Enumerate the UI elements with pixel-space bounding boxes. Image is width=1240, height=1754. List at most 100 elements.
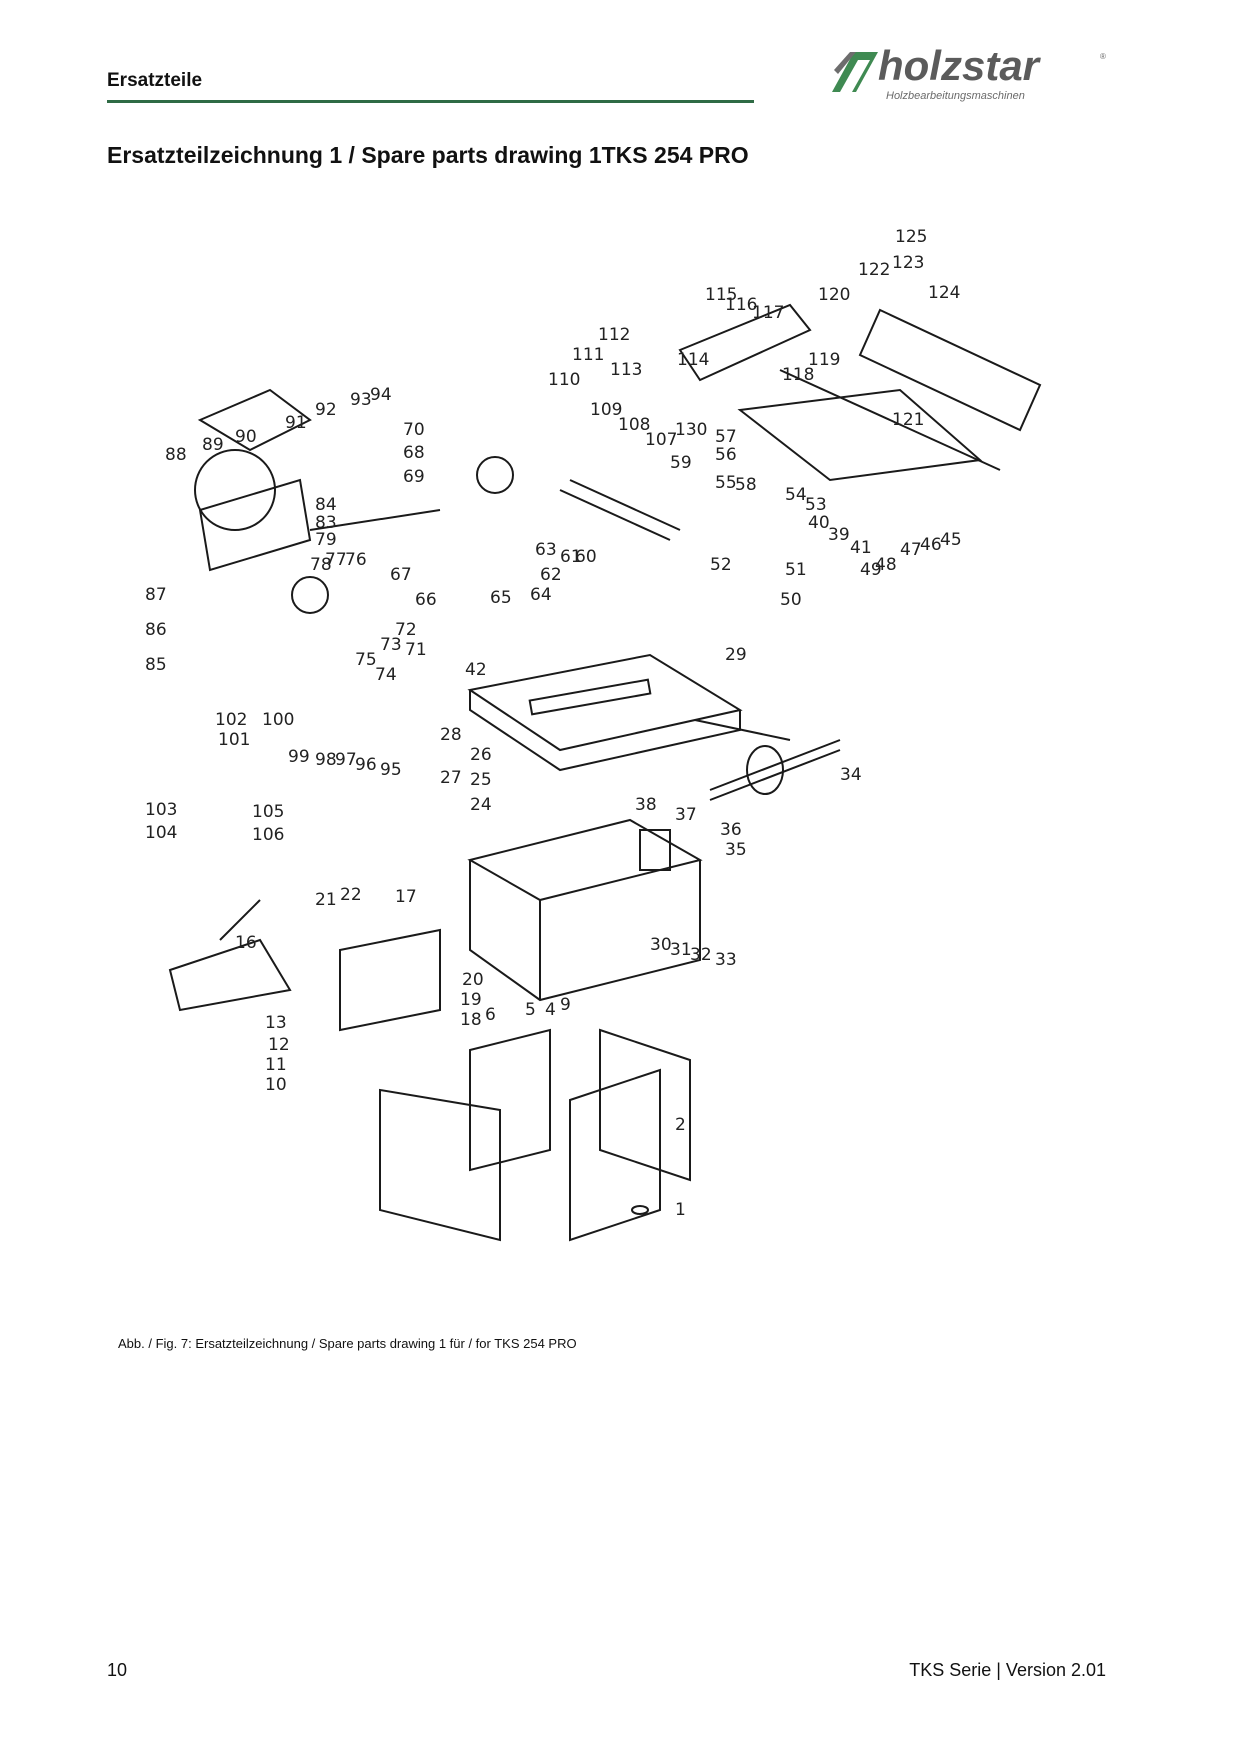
part-label: 27 <box>440 768 462 788</box>
part-label: 31 <box>670 940 692 960</box>
part-label: 97 <box>335 750 357 770</box>
part-label: 32 <box>690 945 712 965</box>
part-label: 13 <box>265 1013 287 1033</box>
extension-table-right <box>858 308 1042 432</box>
part-label: 117 <box>752 303 784 323</box>
part-label: 69 <box>403 467 425 487</box>
part-label: 1 <box>675 1200 686 1220</box>
part-label: 73 <box>380 635 402 655</box>
part-label: 12 <box>268 1035 290 1055</box>
part-label: 29 <box>725 645 747 665</box>
part-label: 9 <box>560 995 571 1015</box>
part-label: 63 <box>535 540 557 560</box>
part-label: 99 <box>288 747 310 767</box>
logo-subtitle: Holzbearbeitungsmaschinen <box>886 90 1025 102</box>
part-label: 108 <box>618 415 650 435</box>
motor-housing <box>198 478 312 572</box>
part-label: 86 <box>145 620 167 640</box>
part-label: 98 <box>315 750 337 770</box>
part-label: 84 <box>315 495 337 515</box>
part-label: 50 <box>780 590 802 610</box>
part-label: 33 <box>715 950 737 970</box>
part-label: 115 <box>705 285 737 305</box>
part-label: 103 <box>145 800 177 820</box>
part-label: 35 <box>725 840 747 860</box>
part-label: 75 <box>355 650 377 670</box>
part-label: 107 <box>645 430 677 450</box>
extension-table-left <box>678 303 812 382</box>
part-label: 76 <box>345 550 367 570</box>
part-label: 59 <box>670 453 692 473</box>
part-label: 36 <box>720 820 742 840</box>
part-label: 26 <box>470 745 492 765</box>
part-label: 70 <box>403 420 425 440</box>
mitre-gauge <box>168 938 292 1012</box>
part-label: 60 <box>575 547 597 567</box>
part-label: 52 <box>710 555 732 575</box>
part-label: 54 <box>785 485 807 505</box>
part-label: 2 <box>675 1115 686 1135</box>
saw-blade <box>194 449 276 531</box>
part-label: 42 <box>465 660 487 680</box>
part-label: 111 <box>572 345 604 365</box>
part-label: 49 <box>860 560 882 580</box>
part-label: 83 <box>315 513 337 533</box>
part-label: 95 <box>380 760 402 780</box>
part-label: 30 <box>650 935 672 955</box>
part-label: 77 <box>325 550 347 570</box>
part-label: 114 <box>677 350 709 370</box>
logo-mark-icon <box>832 52 878 92</box>
part-label: 25 <box>470 770 492 790</box>
part-label: 58 <box>735 475 757 495</box>
panel-right-side <box>599 1028 691 1182</box>
part-label: 56 <box>715 445 737 465</box>
side-table <box>737 388 983 482</box>
part-label: 121 <box>892 410 924 430</box>
panel-front-left <box>379 1088 501 1242</box>
page-number: 10 <box>107 1660 128 1680</box>
part-label: 106 <box>252 825 284 845</box>
part-label: 94 <box>370 385 392 405</box>
blade-guard <box>197 388 312 452</box>
part-label: 109 <box>590 400 622 420</box>
part-label: 51 <box>785 560 807 580</box>
motor <box>746 745 784 795</box>
part-label: 20 <box>462 970 484 990</box>
part-label: 10 <box>265 1075 287 1095</box>
part-label: 11 <box>265 1055 287 1075</box>
part-label: 55 <box>715 473 737 493</box>
part-label: 62 <box>540 565 562 585</box>
switch-box <box>639 829 671 871</box>
part-label: 104 <box>145 823 177 843</box>
part-label: 79 <box>315 530 337 550</box>
part-label: 118 <box>782 365 814 385</box>
part-label: 110 <box>548 370 580 390</box>
part-label: 130 <box>675 420 707 440</box>
part-label: 66 <box>415 590 437 610</box>
foot <box>631 1205 649 1215</box>
part-label: 61 <box>560 547 582 567</box>
part-label: 39 <box>828 525 850 545</box>
part-label: 16 <box>235 933 257 953</box>
guide-bar <box>694 719 791 741</box>
rail-tube <box>709 739 841 791</box>
part-label: 4 <box>545 1000 556 1020</box>
part-label: 88 <box>165 445 187 465</box>
part-label: 64 <box>530 585 552 605</box>
part-label: 46 <box>920 535 942 555</box>
part-label: 6 <box>485 1005 496 1025</box>
part-label: 28 <box>440 725 462 745</box>
front-cover <box>339 928 441 1032</box>
part-label: 85 <box>145 655 167 675</box>
part-label: 53 <box>805 495 827 515</box>
brand-logo: holzstar ® Holzbearbeitungsmaschinen <box>830 42 1110 108</box>
part-label: 5 <box>525 1000 536 1020</box>
part-label: 125 <box>895 227 927 247</box>
part-label: 74 <box>375 665 397 685</box>
part-label: 37 <box>675 805 697 825</box>
part-label: 96 <box>355 755 377 775</box>
part-label: 17 <box>395 887 417 907</box>
fence-rail <box>559 489 671 541</box>
part-number-labels: 1 2 4 5 6 9 10 11 12 13 16 17 18 19 20 2… <box>145 227 962 1220</box>
part-label: 100 <box>262 710 294 730</box>
